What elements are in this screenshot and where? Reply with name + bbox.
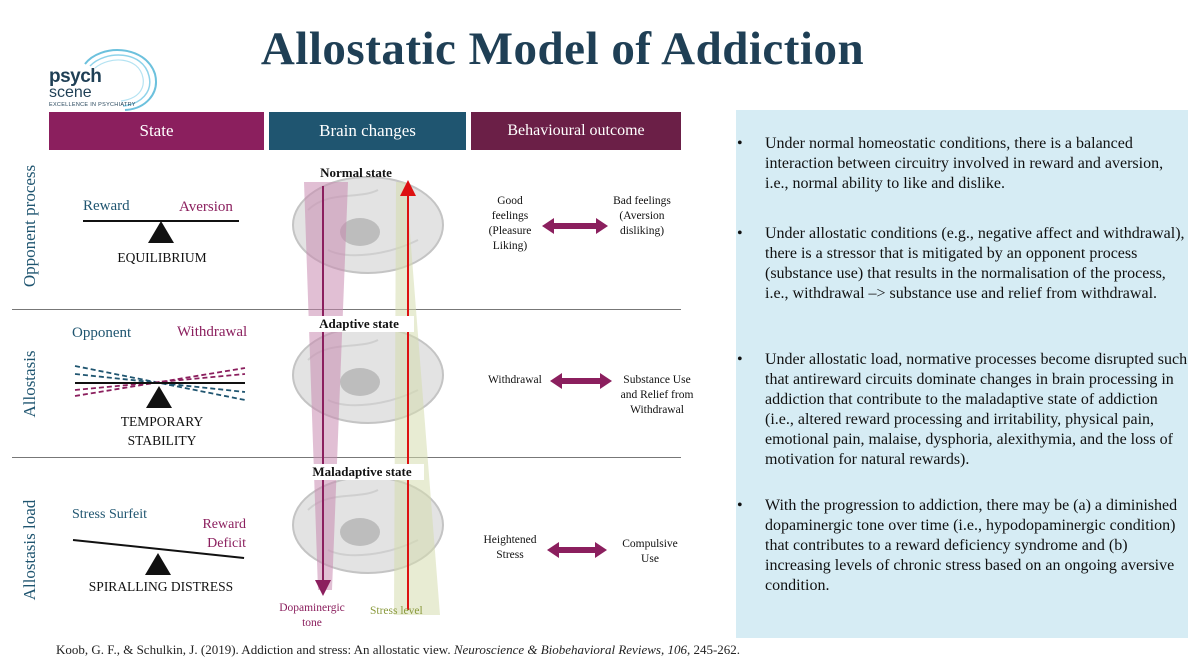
bullet-icon: • <box>737 350 749 370</box>
header-brain-changes: Brain changes <box>269 112 466 150</box>
fulcrum-icon <box>146 386 172 408</box>
adaptive-state-label: Adaptive state <box>304 316 414 332</box>
header-state: State <box>49 112 264 150</box>
maladaptive-state-label: Maladaptive state <box>300 464 424 480</box>
header-behavioural-outcome: Behavioural outcome <box>471 112 681 150</box>
citation: Koob, G. F., & Schulkin, J. (2019). Addi… <box>56 642 740 658</box>
row-label-opponent-process: Opponent process <box>20 165 40 287</box>
double-arrow-icon <box>540 216 610 236</box>
withdrawal-text: Withdrawal <box>488 373 542 388</box>
stress-level-label: Stress level <box>370 604 423 619</box>
heightened-stress-text: Heightened Stress <box>478 533 542 563</box>
bullet-icon: • <box>737 496 749 516</box>
psychscene-logo: psych scene EXCELLENCE IN PSYCHIATRY <box>45 44 165 114</box>
bullet-text: Under normal homeostatic conditions, the… <box>765 134 1189 194</box>
citation-authors: Koob, G. F., & Schulkin, J. (2019). Addi… <box>56 642 454 657</box>
logo-scene-text: scene <box>49 84 92 102</box>
citation-journal: Neuroscience & Biobehavioral Reviews, 10… <box>454 642 687 657</box>
fulcrum-icon <box>148 221 174 243</box>
bullet-icon: • <box>737 134 749 154</box>
row-label-allostasis-load: Allostasis load <box>20 500 40 601</box>
compulsive-use-text: Compulsive Use <box>612 537 688 567</box>
spiralling-distress-label: SPIRALLING DISTRESS <box>86 579 236 595</box>
stress-surfeit-label: Stress Surfeit <box>72 507 147 523</box>
row-label-allostasis: Allostasis <box>20 350 40 417</box>
withdrawal-label: Withdrawal <box>177 324 247 341</box>
dopaminergic-tone-label: Dopaminergic tone <box>276 601 348 631</box>
bad-feelings-text: Bad feelings (Aversion disliking) <box>602 194 682 239</box>
substance-use-relief-text: Substance Use and Relief from Withdrawal <box>612 373 702 418</box>
bullet-icon: • <box>737 224 749 244</box>
bullet-text: Under allostatic load, normative process… <box>765 350 1189 470</box>
reward-deficit-label: Reward Deficit <box>180 515 246 553</box>
normal-state-label: Normal state <box>304 165 408 181</box>
double-arrow-icon <box>548 371 614 391</box>
citation-pages: , 245-262. <box>687 642 740 657</box>
reward-label: Reward <box>83 198 130 215</box>
good-feelings-text: Good feelings (Pleasure Liking) <box>478 194 542 254</box>
fulcrum-icon <box>145 553 171 575</box>
aversion-label: Aversion <box>179 199 233 216</box>
bullet-text: With the progression to addiction, there… <box>765 496 1189 596</box>
brain-changes-graphic <box>268 160 468 620</box>
equilibrium-label: EQUILIBRIUM <box>100 250 224 266</box>
page-title: Allostatic Model of Addiction <box>0 22 1125 76</box>
temporary-stability-label: TEMPORARY STABILITY <box>100 412 224 450</box>
bullet-text: Under allostatic conditions (e.g., negat… <box>765 224 1189 304</box>
opponent-label: Opponent <box>72 325 131 342</box>
double-arrow-icon <box>545 540 609 560</box>
logo-tagline: EXCELLENCE IN PSYCHIATRY <box>49 102 136 108</box>
